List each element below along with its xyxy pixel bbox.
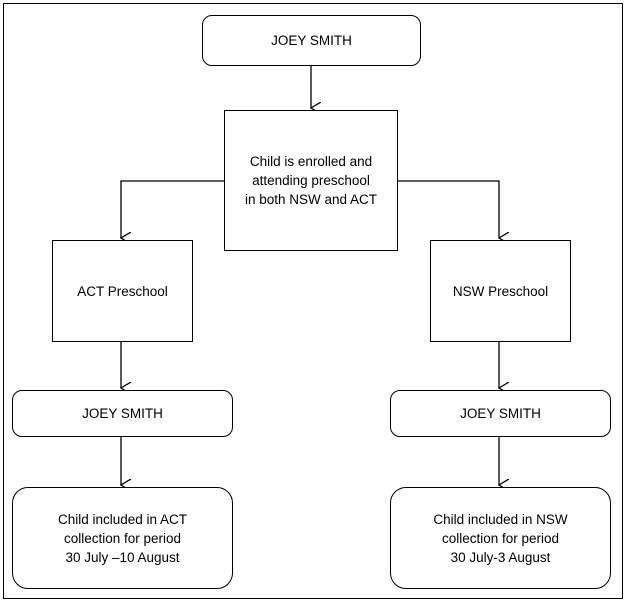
nsw-collection-result-box: Child included in NSW collection for per…	[390, 487, 611, 589]
act-preschool-label: ACT Preschool	[77, 283, 168, 299]
nsw-preschool-label: NSW Preschool	[452, 283, 549, 299]
top-name-box: JOEY SMITH	[202, 15, 421, 66]
enrollment-condition-box: Child is enrolled and attending preschoo…	[224, 110, 398, 251]
act-name-label: JOEY SMITH	[82, 406, 163, 421]
act-name-box: JOEY SMITH	[12, 390, 233, 437]
top-name-label: JOEY SMITH	[271, 33, 352, 48]
act-preschool-box: ACT Preschool	[52, 240, 193, 342]
nsw-name-label: JOEY SMITH	[460, 406, 541, 421]
diagram-frame	[3, 3, 623, 599]
arrow-center-to-nsw	[398, 180, 499, 238]
enrollment-line-3: in both NSW and ACT	[244, 192, 378, 207]
nsw-name-box: JOEY SMITH	[390, 390, 611, 437]
nsw-result-line-2: collection for period	[441, 530, 560, 546]
arrow-center-to-act	[121, 180, 224, 238]
nsw-preschool-box: NSW Preschool	[430, 240, 571, 342]
enrollment-line-2: attending preschool	[252, 173, 370, 188]
act-result-line-2: collection for period	[63, 530, 182, 546]
act-result-line-1: Child included in ACT	[57, 511, 188, 527]
act-collection-result-box: Child included in ACT collection for per…	[12, 487, 233, 589]
enrollment-line-1: Child is enrolled and	[249, 154, 373, 169]
nsw-result-line-3: 30 July-3 August	[450, 549, 551, 565]
nsw-result-line-1: Child included in NSW	[433, 511, 568, 527]
act-result-line-3: 30 July –10 August	[65, 549, 180, 565]
